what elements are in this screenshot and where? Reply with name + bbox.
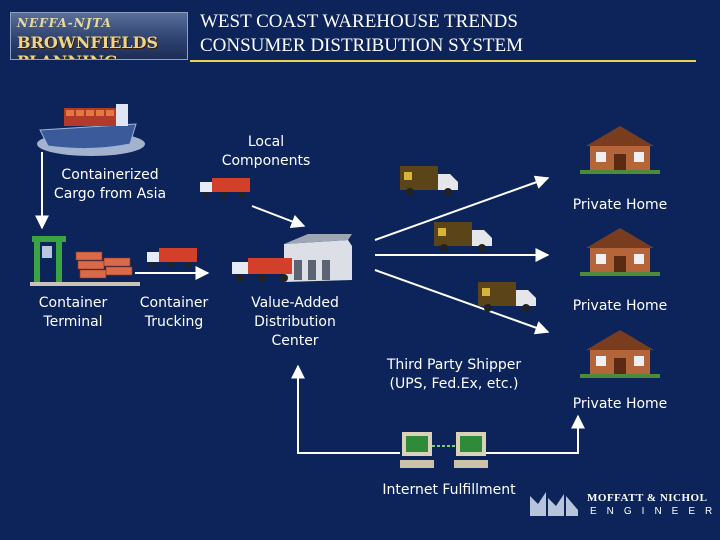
container-terminal-icon (30, 236, 140, 286)
local-components-label: Local Components (206, 133, 326, 171)
private-home-label-1: Private Home (572, 197, 668, 213)
shipper-label-line-1: Third Party Shipper (386, 357, 522, 373)
private-home-label-3: Private Home (572, 396, 668, 412)
terminal-label-line-1: Container (38, 295, 108, 311)
internet-fulfillment-label: Internet Fulfillment (382, 482, 516, 498)
dc-label-line-3: Center (271, 333, 319, 349)
delivery-van-icon-1 (400, 166, 458, 196)
distribution-center-icon (232, 234, 352, 282)
cargo-label-line-2: Cargo from Asia (53, 186, 167, 202)
page-title: WEST COAST WAREHOUSE TRENDS CONSUMER DIS… (200, 10, 700, 58)
trucking-label-line-2: Trucking (144, 314, 204, 330)
shipper-label-line-2: (UPS, Fed.Ex, etc.) (389, 376, 519, 392)
title-line-2: CONSUMER DISTRIBUTION SYSTEM (200, 35, 524, 56)
arrow-local-to-dc (251, 205, 306, 229)
arrow-dc-to-home-1 (374, 175, 550, 241)
distribution-center-label: Value-Added Distribution Center (236, 294, 354, 351)
local-label-line-1: Local (247, 134, 285, 150)
container-terminal-label: Container Terminal (24, 294, 122, 332)
container-truck-icon (147, 248, 197, 268)
terminal-label-line-2: Terminal (43, 314, 103, 330)
cargo-ship-icon (37, 104, 145, 156)
logo-line-2: BROWNFIELDS PLANNING (17, 33, 159, 59)
brownfields-planning-logo: NEFFA-NJTA BROWNFIELDS PLANNING (10, 12, 188, 60)
logo-line-1: NEFFA-NJTA (17, 16, 112, 30)
private-home-label-2: Private Home (572, 298, 668, 314)
arrow-fulfillment-to-home (485, 414, 585, 454)
arrow-dc-to-home-3 (374, 269, 550, 335)
container-trucking-label: Container Trucking (126, 294, 222, 332)
house-icon-1 (580, 126, 660, 174)
local-label-line-2: Components (221, 153, 311, 169)
computers-icon (400, 432, 488, 468)
local-components-truck-icon (200, 178, 250, 198)
title-underline (190, 60, 696, 62)
arrow-fulfillment-loop (291, 364, 400, 454)
cargo-label-line-1: Containerized (61, 167, 159, 183)
company-subtitle: ENGINEERS (590, 506, 720, 517)
cargo-label: Containerized Cargo from Asia (44, 166, 176, 204)
trucking-label-line-1: Container (139, 295, 209, 311)
delivery-van-icon-2 (434, 222, 492, 252)
moffatt-nichol-logo-icon (530, 492, 578, 516)
house-icon-3 (580, 330, 660, 378)
dc-label-line-1: Value-Added (251, 295, 339, 311)
dc-label-line-2: Distribution (254, 314, 336, 330)
house-icon-2 (580, 228, 660, 276)
title-line-1: WEST COAST WAREHOUSE TRENDS (200, 11, 518, 32)
delivery-van-icon-3 (478, 282, 536, 312)
company-name: MOFFATT & NICHOL (587, 492, 708, 504)
third-party-shipper-label: Third Party Shipper (UPS, Fed.Ex, etc.) (370, 356, 538, 394)
